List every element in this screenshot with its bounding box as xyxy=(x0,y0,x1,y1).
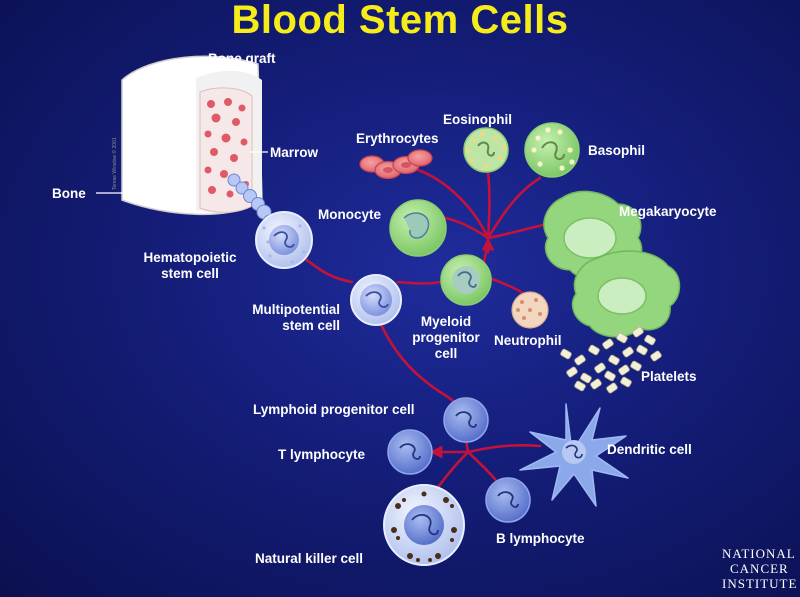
platelet xyxy=(622,346,634,358)
label-megakaryocyte: Megakaryocyte xyxy=(619,204,717,219)
lymphoid-progenitor-cell xyxy=(443,397,489,443)
platelet xyxy=(602,338,614,350)
nci-logo: NATIONAL CANCER INSTITUTE xyxy=(722,546,797,591)
label-natural-killer-cell: Natural killer cell xyxy=(255,551,364,566)
platelet xyxy=(630,360,642,372)
platelet xyxy=(604,370,616,382)
arrow-lymph-to-dendritic xyxy=(466,443,542,454)
t-lymphocyte xyxy=(387,429,433,475)
arrow-branch-erythrocytes xyxy=(416,168,490,240)
label-hematopoietic-stem-cell: Hematopoietic stem cell xyxy=(143,250,237,281)
platelet xyxy=(632,326,644,338)
platelet xyxy=(606,382,618,394)
platelets xyxy=(560,326,662,394)
platelet xyxy=(580,372,592,384)
platelet xyxy=(566,366,578,378)
arrow-lymph-to-b xyxy=(466,450,502,488)
label-multipotential-stem-cell: Multipotential stem cell xyxy=(252,302,340,333)
platelet xyxy=(650,350,662,362)
platelet xyxy=(590,378,602,390)
label-lymphoid-progenitor-cell: Lymphoid progenitor cell xyxy=(253,402,415,417)
label-bone-graft: Bone graft xyxy=(208,51,276,66)
arrow-myeloid-to-neutrophil xyxy=(488,276,528,298)
label-dendritic-cell: Dendritic cell xyxy=(607,442,692,457)
platelet xyxy=(574,380,586,392)
arrow-branch-monocyte xyxy=(444,216,490,240)
arrow-multipotential-to-myeloid xyxy=(396,280,442,285)
dendritic-cell xyxy=(519,403,629,507)
arrow-branch-eosinophil xyxy=(486,170,491,240)
bone-graft-illustration: Terese Winslow © 2001 xyxy=(96,55,278,230)
label-platelets: Platelets xyxy=(641,369,697,384)
hematopoietic-stem-cell xyxy=(255,211,313,269)
arrow-hsc-to-multipotential xyxy=(302,256,354,284)
artist-credit: Terese Winslow © 2001 xyxy=(111,137,118,190)
platelet xyxy=(608,354,620,366)
platelet xyxy=(644,334,656,346)
label-b-lymphocyte: B lymphocyte xyxy=(496,531,585,546)
label-t-lymphocyte: T lymphocyte xyxy=(278,447,366,462)
label-monocyte: Monocyte xyxy=(318,207,382,222)
arrow-branch-basophil xyxy=(486,176,542,240)
logo-line-1: NATIONAL xyxy=(722,546,796,561)
platelet xyxy=(618,364,630,376)
label-myeloid-progenitor-cell: Myeloid progenitor cell xyxy=(412,314,480,361)
page-title: Blood Stem Cells xyxy=(231,0,569,42)
label-erythrocytes: Erythrocytes xyxy=(356,131,439,146)
label-eosinophil: Eosinophil xyxy=(443,112,512,127)
platelet xyxy=(588,344,600,356)
label-basophil: Basophil xyxy=(588,143,646,158)
erythrocytes xyxy=(359,149,433,180)
label-marrow: Marrow xyxy=(270,145,319,160)
megakaryocytes xyxy=(543,190,681,338)
b-lymphocyte xyxy=(485,477,531,523)
monocyte xyxy=(389,199,447,257)
label-neutrophil: Neutrophil xyxy=(494,333,562,348)
neutrophil xyxy=(511,291,549,329)
label-bone: Bone xyxy=(52,186,86,201)
multipotential-stem-cell xyxy=(350,274,402,326)
platelet xyxy=(594,362,606,374)
myeloid-progenitor-cell xyxy=(440,254,492,306)
platelet xyxy=(560,348,572,360)
eosinophil xyxy=(463,127,509,173)
basophil xyxy=(524,122,580,178)
platelet xyxy=(620,376,632,388)
natural-killer-cell xyxy=(383,484,465,566)
logo-line-3: INSTITUTE xyxy=(722,576,798,591)
logo-line-2: CANCER xyxy=(730,561,789,576)
platelet xyxy=(616,332,628,344)
platelet xyxy=(574,354,586,366)
platelet xyxy=(636,344,648,356)
